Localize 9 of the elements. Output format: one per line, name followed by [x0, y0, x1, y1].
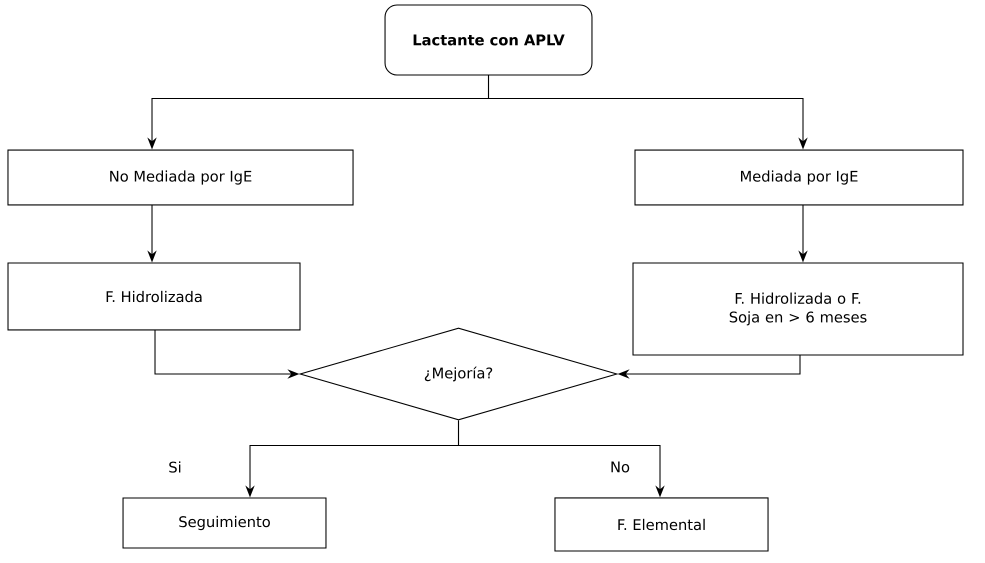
process-box: F. Hidrolizada o F. Soja en > 6 meses	[632, 262, 964, 356]
process-box: Seguimiento	[122, 497, 326, 549]
process-box: No Mediada por IgE	[7, 150, 354, 206]
edge-label: No	[608, 460, 632, 474]
start-box: Lactante con APLV	[384, 4, 592, 76]
edge-label: Si	[166, 460, 184, 474]
process-box: Mediada por IgE	[634, 150, 964, 206]
process-box: F. Hidrolizada	[7, 262, 301, 330]
process-box: F. Elemental	[554, 497, 769, 552]
